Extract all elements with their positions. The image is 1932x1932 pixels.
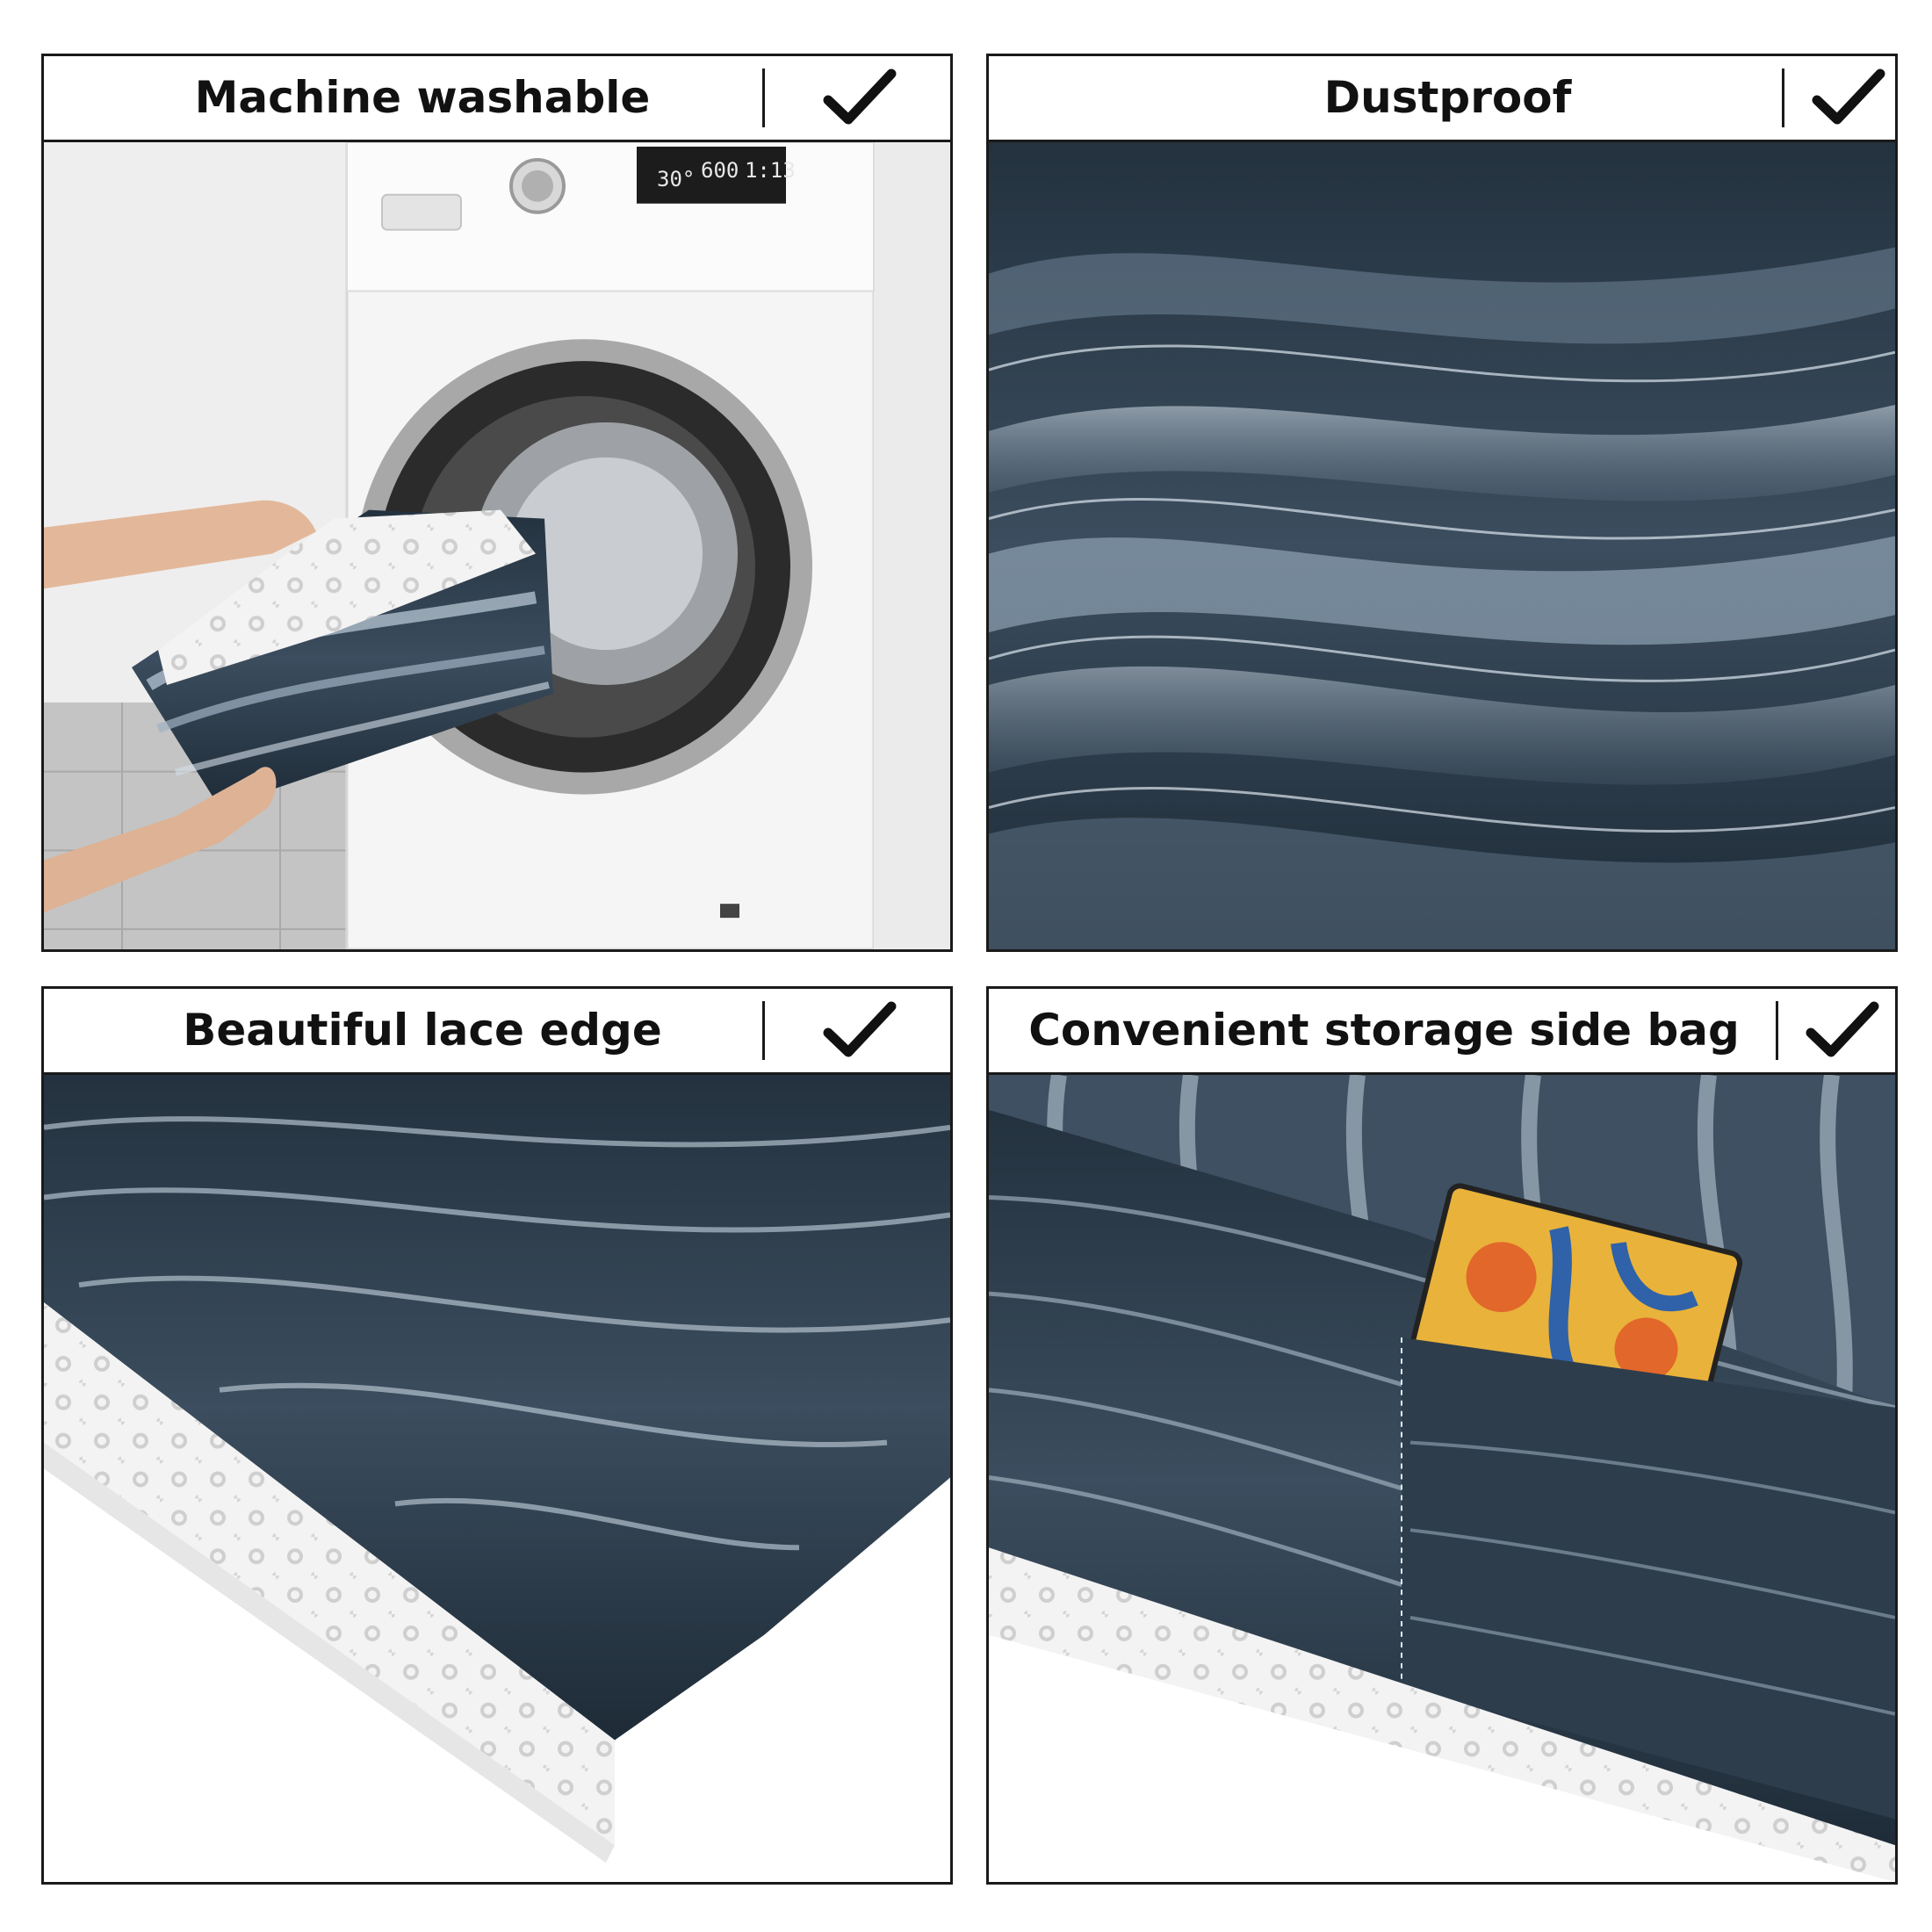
lace-edge-photo xyxy=(44,1075,950,1882)
panel-header: Dustproof xyxy=(989,56,1895,142)
header-divider xyxy=(1776,1001,1778,1060)
panel-header: Machine washable xyxy=(44,56,950,142)
checkmark-icon xyxy=(823,1001,897,1057)
washer-display-temp: 30° xyxy=(657,167,695,191)
feature-panel-lace-edge: Beautiful lace edge xyxy=(41,986,953,1885)
panel-header: Beautiful lace edge xyxy=(44,989,950,1075)
checkmark-icon xyxy=(823,68,897,125)
feature-panel-dustproof: Dustproof xyxy=(986,54,1898,952)
panel-header: Convenient storage side bag xyxy=(989,989,1895,1075)
panel-title: Dustproof xyxy=(1323,72,1572,123)
checkmark-icon xyxy=(1812,68,1885,125)
header-divider xyxy=(762,68,765,127)
feature-panel-machine-washable: Machine washable 30° 600 1:13 xyxy=(41,54,953,952)
washer-display-time: 1:13 xyxy=(745,158,796,183)
checkmark-icon xyxy=(1806,1001,1879,1057)
panel-title: Beautiful lace edge xyxy=(183,1005,662,1056)
header-divider xyxy=(762,1001,765,1060)
header-divider xyxy=(1782,68,1784,127)
panel-title: Convenient storage side bag xyxy=(1028,1005,1740,1056)
feature-panel-storage-side-bag: Convenient storage side bag xyxy=(986,986,1898,1885)
washer-display-spin: 600 xyxy=(701,158,739,183)
washing-machine-photo: 30° 600 1:13 xyxy=(44,142,950,949)
side-pocket-photo xyxy=(989,1075,1895,1882)
panel-title: Machine washable xyxy=(194,72,651,123)
wave-fabric-photo xyxy=(989,142,1895,949)
